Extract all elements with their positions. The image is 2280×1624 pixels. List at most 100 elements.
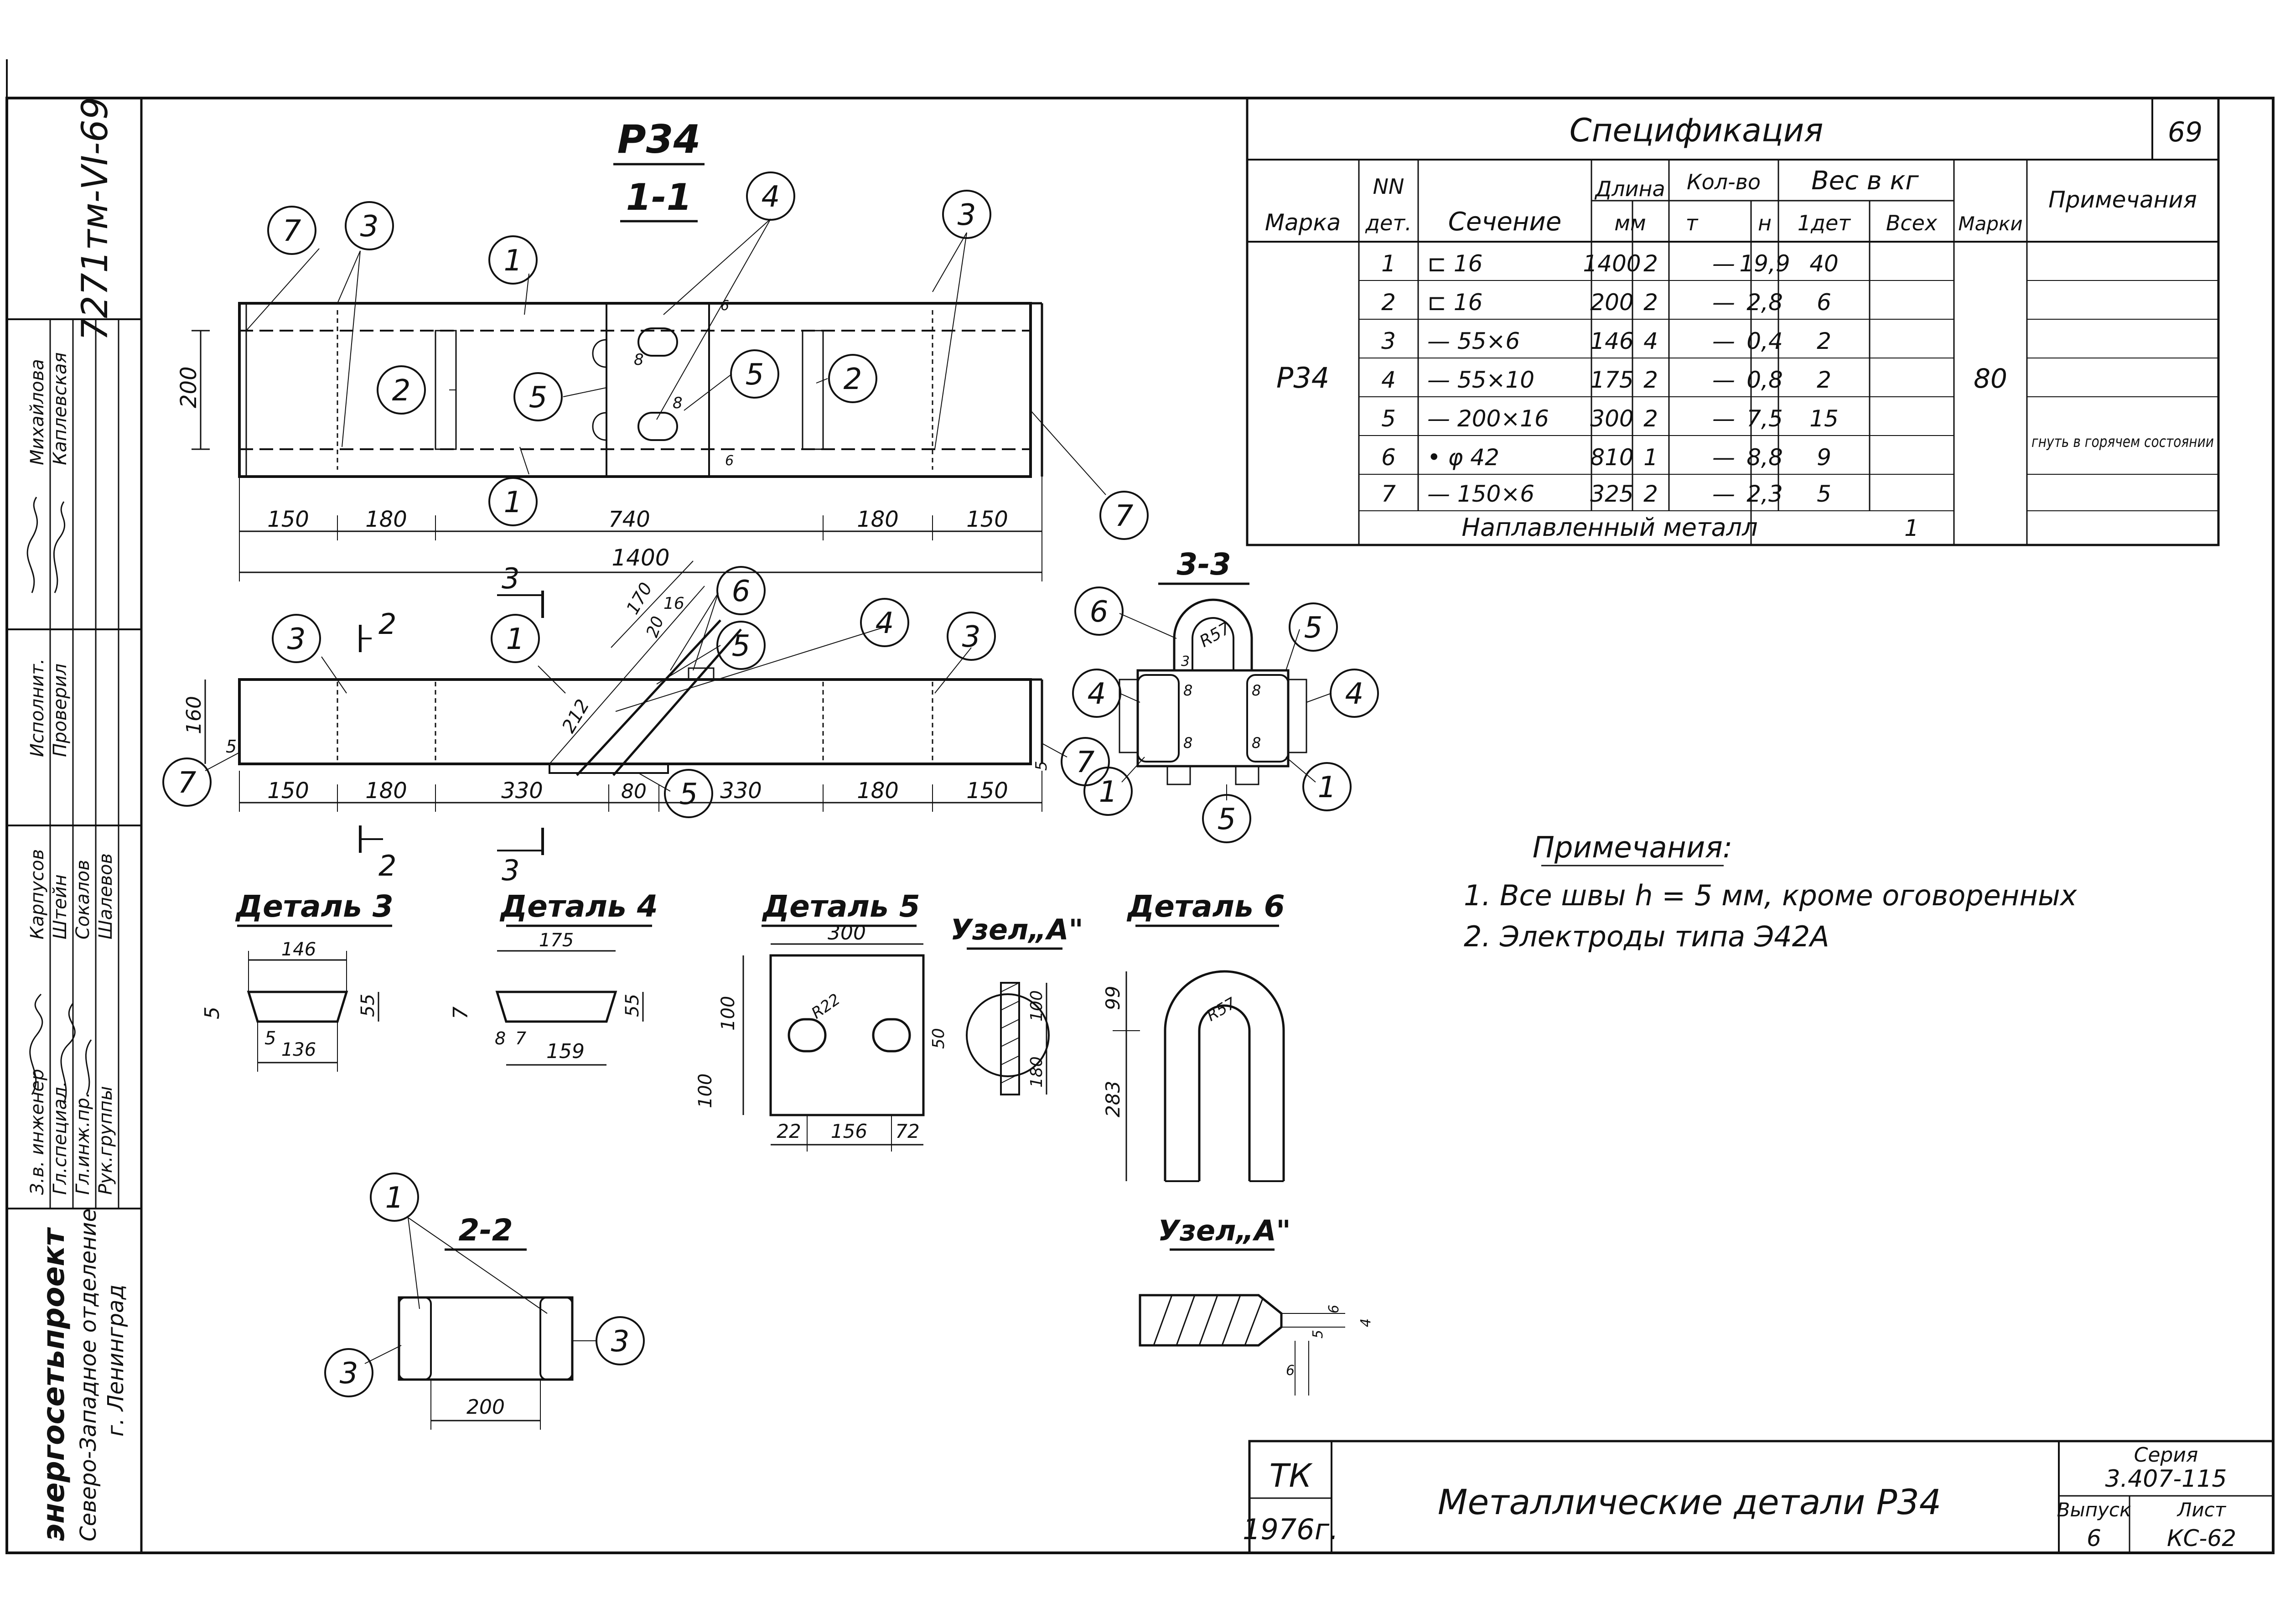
cell-wall: 5	[1817, 481, 1831, 507]
cell-qt: 2	[1643, 367, 1658, 393]
callout-5: 5	[1289, 602, 1338, 652]
cell-length: 300	[1590, 405, 1633, 432]
title-org: ТК	[1270, 1457, 1313, 1494]
sheet-label: Лист	[2176, 1499, 2227, 1521]
sheet-value: КС-62	[2167, 1525, 2236, 1551]
cell-qn: —	[1712, 405, 1735, 432]
main-dim-3: 740	[608, 507, 650, 532]
cell-w1: 0,4	[1746, 328, 1783, 354]
side-dim-4: 80	[621, 780, 647, 803]
weld-size-6b: 6	[725, 453, 734, 469]
side-dim-3: 330	[501, 778, 543, 804]
svg-text:5: 5	[679, 778, 698, 811]
cell-section: — 150×6	[1427, 481, 1534, 507]
cell-length: 325	[1590, 481, 1633, 507]
node-a-d1: 6	[1326, 1305, 1342, 1313]
cell-qt: 2	[1643, 405, 1658, 432]
cell-qn: —	[1712, 444, 1735, 471]
callout-4: 4	[746, 171, 795, 221]
svg-text:5: 5	[1218, 803, 1236, 836]
detail-5: Деталь 5 300 R22 100 100 50 22 156 72	[695, 889, 948, 1152]
detail6-h2: 283	[1102, 1081, 1124, 1117]
side-small-5-left: 5	[226, 737, 237, 757]
cell-wall: 40	[1809, 250, 1839, 277]
detail5-b1: 22	[777, 1120, 801, 1142]
detail-3: Деталь 3 146 136 55 5 5	[201, 889, 394, 1072]
cell-w1: 8,8	[1746, 444, 1783, 471]
role-2: Гл.специал.	[50, 1081, 71, 1195]
cell-qt: 2	[1643, 289, 1658, 316]
cell-section: ⊏ 16	[1427, 289, 1482, 316]
cell-w1: 2,8	[1746, 289, 1783, 316]
callout-7: 7	[1099, 491, 1149, 540]
side-d16: 16	[663, 594, 684, 613]
cell-qn: —	[1712, 367, 1735, 393]
side-dim-5: 330	[720, 778, 762, 804]
node-a-d3: 5	[1310, 1330, 1326, 1339]
callout-5: 5	[664, 769, 713, 818]
notes: Примечания: 1. Все швы h = 5 мм, кроме о…	[1464, 831, 2078, 953]
callout-1: 1	[488, 477, 538, 526]
callouts: 7 3 1 4 3 2 5 5 2 1 7 6 3 1 5 4 3 7 5 7 …	[162, 171, 1379, 1397]
side-d170: 170	[622, 579, 656, 618]
cut-2-top: 2	[378, 607, 396, 641]
cell-qt: 4	[1643, 328, 1658, 354]
detail5-b2: 156	[831, 1120, 867, 1142]
side-small-5-right: 5	[1032, 761, 1051, 771]
detail5-radius: R22	[808, 990, 844, 1022]
detail3-offset: 5	[264, 1028, 276, 1049]
role-1: З.в. инженер	[27, 1069, 48, 1195]
detail3-height: 55	[358, 994, 378, 1017]
cell-wall: 15	[1809, 405, 1839, 432]
callout-5: 5	[730, 349, 779, 399]
cell-n: 7	[1381, 481, 1396, 507]
spec-row: 1 ⊏ 16 1400 2 — 19,9 40	[1381, 250, 1839, 277]
issue-label: Выпуск	[2057, 1499, 2131, 1521]
spec-row: 7 — 150×6 325 2 — 2,3 5	[1381, 481, 1831, 507]
detail5-title: Деталь 5	[762, 889, 920, 924]
hdr-mark: Марка	[1265, 209, 1341, 236]
stamp-org: энергосетьпроект	[36, 1227, 71, 1541]
callout-3: 3	[947, 612, 996, 661]
issue-value: 6	[2087, 1525, 2101, 1551]
cell-section: — 200×16	[1427, 405, 1549, 432]
side-height: 160	[182, 696, 206, 734]
hdr-nn1: NN	[1373, 174, 1404, 199]
detail4-title: Деталь 4	[499, 889, 658, 924]
hdr-qty: Кол-во	[1687, 170, 1761, 194]
side-dim-6: 180	[857, 778, 899, 804]
svg-text:5: 5	[1304, 611, 1323, 645]
callout-1: 1	[370, 1173, 419, 1222]
cell-w1: 2,3	[1746, 481, 1783, 507]
title-block: ТК 1976г. Металлические детали Р34 Серия…	[1243, 1440, 2275, 1554]
callout-3: 3	[596, 1316, 645, 1365]
callout-3: 3	[942, 190, 991, 239]
sheet-code: 7271тм-VI-69	[75, 97, 116, 341]
weld-size-6a: 6	[720, 298, 729, 314]
section33-w3: 3	[1181, 654, 1190, 669]
svg-text:4: 4	[762, 180, 780, 214]
section33-title: 3-3	[1176, 547, 1231, 582]
hdr-qt: т	[1686, 211, 1699, 235]
main-view: Р34 1-1 8 8 6 6 200 150 180	[176, 117, 1106, 581]
cell-wall: 2	[1817, 328, 1831, 354]
callout-3: 3	[324, 1348, 373, 1397]
hdr-wmark: Марки	[1958, 213, 2022, 235]
spec-row: 4 — 55×10 175 2 — 0,8 2	[1381, 367, 1831, 393]
note-1: 1. Все швы h = 5 мм, кроме оговоренных	[1464, 879, 2078, 912]
title-year: 1976г.	[1243, 1513, 1338, 1546]
svg-text:3: 3	[958, 198, 976, 232]
detail4-a: 8	[495, 1028, 506, 1048]
cell-qn: —	[1712, 481, 1735, 507]
main-dim-4: 180	[857, 507, 899, 532]
hdr-weight: Вес в кг	[1811, 166, 1919, 196]
svg-text:4: 4	[1345, 677, 1364, 711]
svg-text:3: 3	[340, 1357, 358, 1391]
svg-text:1: 1	[1099, 775, 1118, 809]
cell-qt: 2	[1643, 250, 1658, 277]
svg-text:3: 3	[360, 210, 379, 244]
name-1: Карпусов	[27, 849, 48, 939]
svg-text:1: 1	[504, 486, 523, 519]
cell-section: — 55×6	[1427, 328, 1520, 354]
cut-2-bottom: 2	[378, 849, 396, 882]
